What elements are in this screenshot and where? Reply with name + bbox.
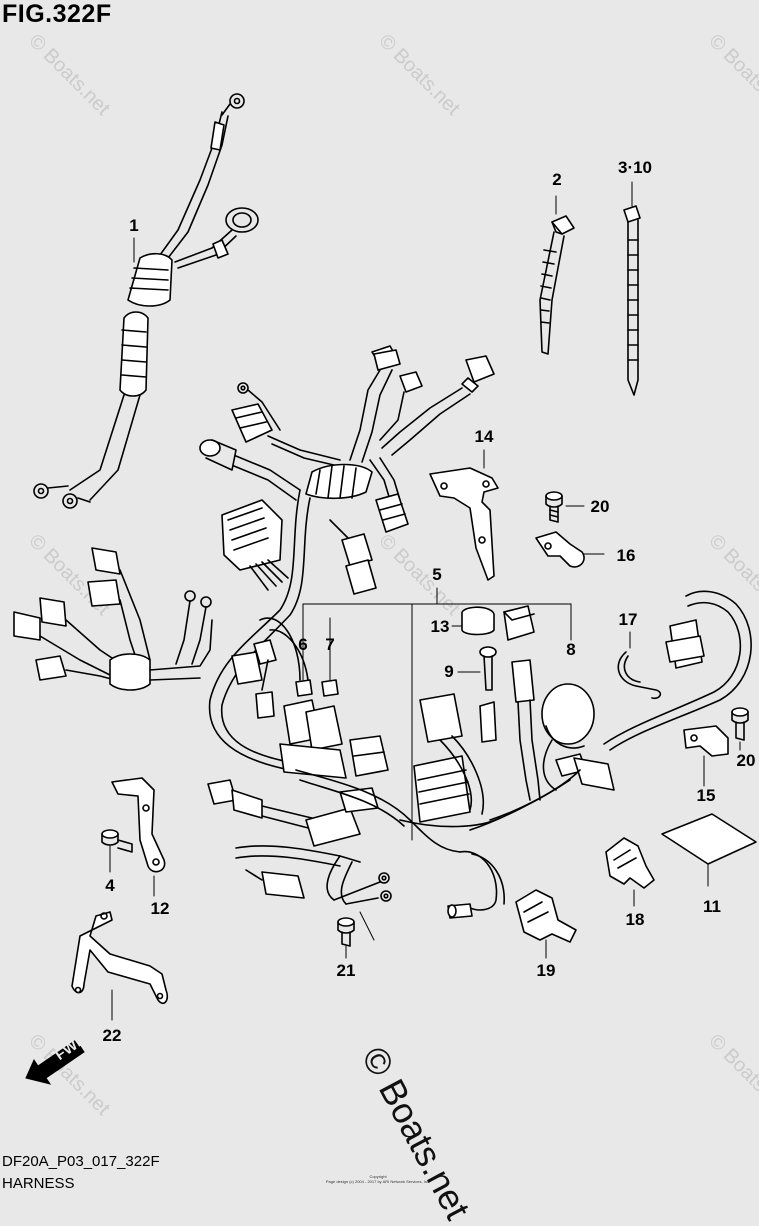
callout-21[interactable]: 21 (336, 961, 356, 980)
callout-12[interactable]: 12 (150, 899, 170, 918)
callout-9[interactable]: 9 (444, 662, 454, 681)
copyright-notice: Copyright Page design (c) 2004 - 2017 by… (318, 1174, 438, 1184)
battery-cable-part-1 (33, 93, 259, 509)
callout-14[interactable]: 14 (474, 427, 494, 446)
part-9 (479, 646, 497, 691)
callout-11[interactable]: 11 (703, 897, 721, 916)
band-part-17 (617, 631, 662, 700)
callout-16[interactable]: 16 (616, 546, 636, 565)
bracket-part-15 (683, 725, 729, 787)
callout-18[interactable]: 18 (625, 910, 645, 929)
callout-6[interactable]: 6 (298, 635, 308, 654)
bracket-part-14 (429, 449, 499, 581)
callout-8[interactable]: 8 (566, 640, 576, 659)
bracket-part-12 (111, 777, 166, 897)
cable-tie-part-2 (539, 195, 575, 355)
part-13 (461, 605, 535, 641)
callout-15[interactable]: 15 (696, 786, 716, 805)
figure-code: DF20A_P03_017_322F (2, 1153, 160, 1170)
harness-diagram (13, 93, 757, 1085)
group-bracket-5 (302, 587, 572, 841)
callout-4[interactable]: 4 (105, 876, 115, 895)
clip-part-18 (605, 837, 655, 907)
callout-5[interactable]: 5 (432, 565, 442, 584)
callout-22[interactable]: 22 (102, 1026, 122, 1045)
clamp-part-16 (535, 531, 605, 568)
bolt-part-21 (337, 911, 375, 959)
callout-20-upper[interactable]: 20 (590, 497, 610, 516)
fwd-arrow-icon (25, 1039, 85, 1085)
callout-1[interactable]: 1 (129, 216, 139, 235)
bracket-part-22 (71, 911, 169, 1021)
callout-7[interactable]: 7 (325, 635, 335, 654)
callout-3-10[interactable]: 3·10 (617, 158, 653, 177)
bolt-part-20-lower (731, 707, 749, 751)
cable-tie-part-3-10 (623, 181, 641, 396)
copyright-line-1: Copyright (369, 1174, 387, 1179)
figure-title: FIG.322F (2, 0, 112, 28)
callout-19[interactable]: 19 (536, 961, 556, 980)
main-harness (13, 345, 752, 919)
sheet-part-11 (661, 813, 757, 887)
figure-name: HARNESS (2, 1175, 75, 1192)
bolt-part-4 (101, 829, 133, 873)
clip-part-19 (515, 889, 577, 959)
copyright-line-2: Page design (c) 2004 - 2017 by ARI Netwo… (325, 1179, 431, 1184)
callout-17[interactable]: 17 (618, 610, 638, 629)
callout-2[interactable]: 2 (552, 170, 562, 189)
callout-20-lower[interactable]: 20 (736, 751, 756, 770)
bolt-part-20-upper (545, 491, 585, 523)
callout-13[interactable]: 13 (430, 617, 450, 636)
